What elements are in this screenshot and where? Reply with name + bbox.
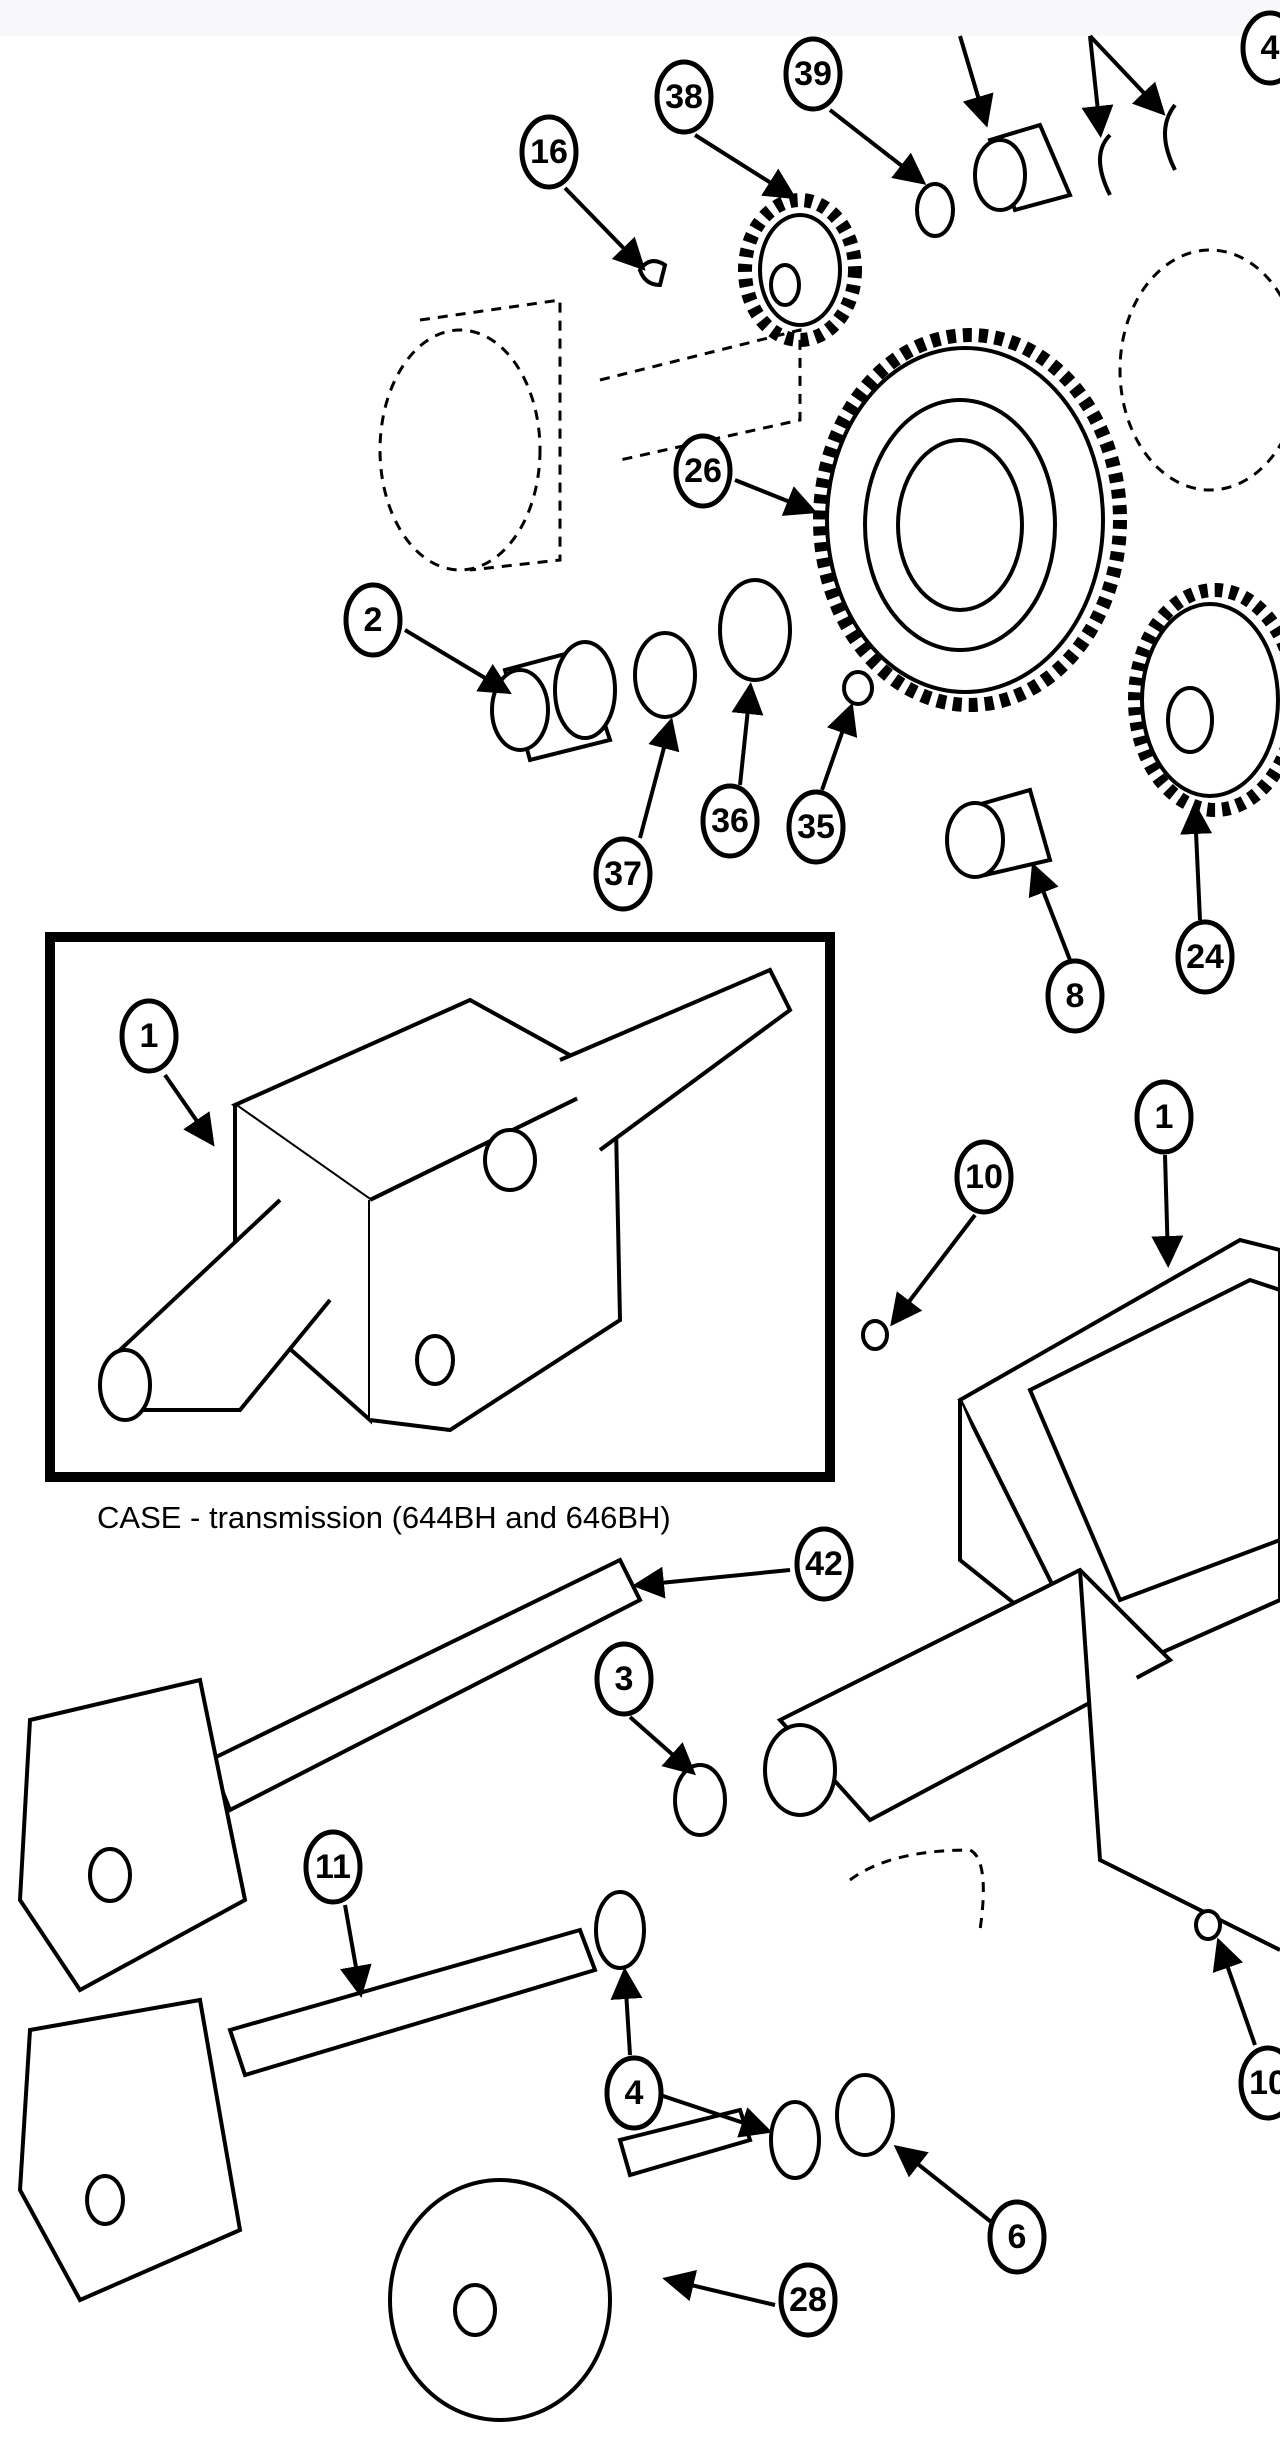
plug-10-top — [861, 1319, 889, 1351]
callout-label: 38 — [665, 78, 703, 116]
callout-label: 39 — [794, 55, 832, 93]
callout-36: 36 — [700, 783, 760, 859]
callout-label: 4 — [1261, 29, 1280, 67]
gear-24 — [1128, 583, 1280, 817]
snap-ring — [1163, 103, 1177, 171]
callout-label: 37 — [604, 855, 642, 893]
callout-8: 8 — [1045, 958, 1105, 1034]
callout-label: 2 — [364, 601, 383, 639]
callout-35: 35 — [786, 789, 846, 865]
axle-42 — [17, 1557, 643, 1993]
callout-28: 28 — [778, 2262, 838, 2338]
callout-label: 24 — [1186, 938, 1224, 976]
callout-16: 16 — [519, 114, 579, 190]
bushing-3 — [673, 1763, 727, 1837]
snap-ring-39 — [915, 182, 955, 238]
callout-1-inset: 1 — [119, 998, 179, 1074]
callout-37: 37 — [593, 836, 653, 912]
callout-24: 24 — [1175, 919, 1235, 995]
callout-label: 3 — [615, 1660, 634, 1698]
callout-label: 11 — [315, 1848, 351, 1886]
bushing-top — [973, 122, 1073, 213]
inset-case-view — [45, 932, 835, 1482]
snap-ring — [1098, 133, 1112, 196]
callout-3: 3 — [594, 1641, 654, 1717]
callout-label: 8 — [1066, 977, 1085, 1015]
axle-shaft-11 — [17, 1927, 598, 2303]
callout-10-bottom: 10 — [1238, 2045, 1280, 2121]
bushing-2 — [490, 640, 617, 763]
gear-38 — [738, 193, 862, 347]
callout-label: 35 — [797, 808, 835, 846]
bushing-8 — [945, 787, 1053, 879]
callout-10-top: 10 — [954, 1139, 1014, 1215]
callout-label: 26 — [684, 452, 722, 490]
callout-label: 10 — [965, 1158, 1003, 1196]
main-transmission-case — [763, 1237, 1280, 1952]
washer-36 — [718, 578, 792, 682]
dashed-drum-housing — [378, 248, 1280, 572]
callout-label: 10 — [1249, 2064, 1280, 2102]
callout-4: 4 — [604, 2055, 664, 2131]
plug-10-bottom — [1194, 1909, 1222, 1941]
callout-6: 6 — [987, 2199, 1047, 2275]
callout-39: 39 — [783, 36, 843, 112]
callout-label: 36 — [711, 802, 749, 840]
callout-38: 38 — [654, 59, 714, 135]
key-16 — [637, 259, 668, 288]
seal-4-upper — [594, 1890, 646, 1970]
callout-label: 4 — [625, 2074, 644, 2112]
callout-label: 1 — [140, 1017, 159, 1055]
washer-37 — [633, 631, 697, 719]
inset-caption: CASE - transmission (644BH and 646BH) — [97, 1500, 671, 1535]
callout-26: 26 — [673, 433, 733, 509]
callout-11: 11 — [303, 1829, 363, 1905]
bushing-6 — [835, 2073, 895, 2157]
gear-26 — [813, 328, 1127, 712]
callout-4-top: 4 — [1240, 10, 1280, 86]
callout-label: 1 — [1155, 1098, 1174, 1136]
callout-2: 2 — [343, 582, 403, 658]
callout-label: 16 — [530, 133, 568, 171]
viewer-top-bar — [0, 0, 1280, 36]
callout-42: 42 — [794, 1526, 854, 1602]
callout-1-main: 1 — [1134, 1079, 1194, 1155]
seal-4-lower — [769, 2100, 821, 2180]
nut-35 — [842, 670, 874, 706]
dashed-guide — [849, 1848, 985, 1931]
callout-label: 28 — [789, 2281, 827, 2319]
leader-lines — [163, 34, 1257, 2307]
callout-label: 42 — [805, 1545, 843, 1583]
callout-label: 6 — [1008, 2218, 1027, 2256]
drum-28 — [388, 2107, 753, 2422]
